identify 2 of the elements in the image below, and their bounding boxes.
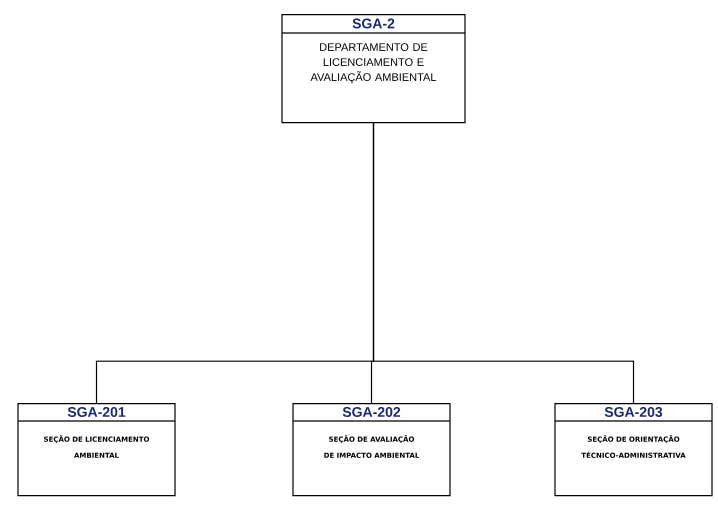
connector-line — [372, 123, 634, 403]
org-box: SGA-2 DEPARTAMENTO DE LICENCIAMENTO E AVALIAÇÃO AMBIENTAL — [281, 14, 466, 124]
